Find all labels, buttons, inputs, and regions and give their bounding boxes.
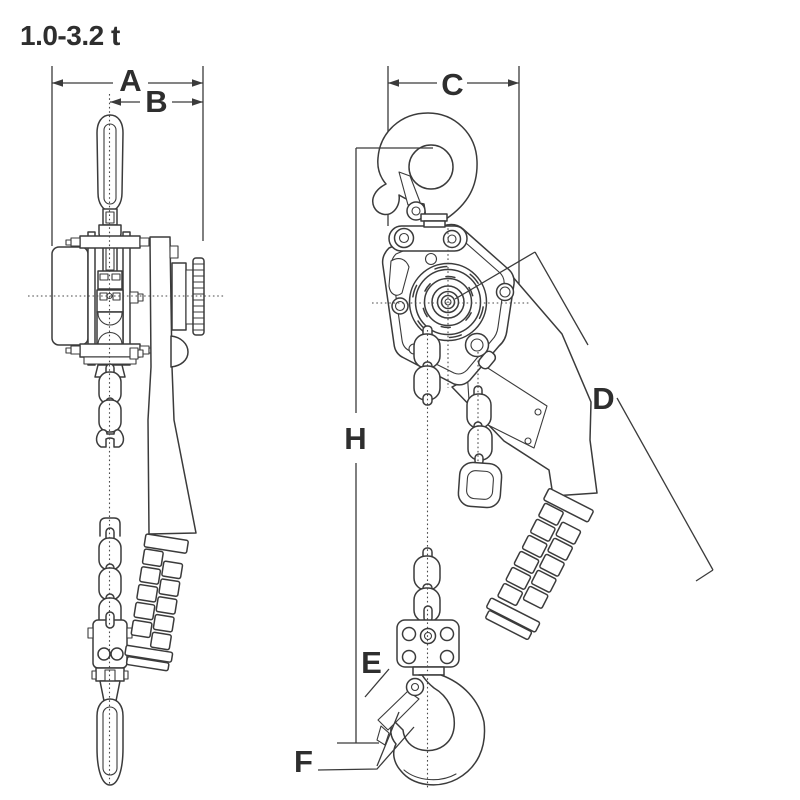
bottom-hook-side <box>87 611 133 786</box>
suspension-bracket <box>388 213 468 252</box>
dim-label-e: E <box>361 645 381 680</box>
side-view <box>28 66 224 786</box>
dim-label-b: B <box>145 84 166 119</box>
hoist-body-side <box>51 231 155 378</box>
lever-arm-side <box>129 236 197 535</box>
dim-label-h: H <box>344 421 365 456</box>
lever-grip-side <box>124 533 189 672</box>
axis-center-side <box>106 292 113 300</box>
lever-grip-front <box>485 488 594 641</box>
dimension-b-width <box>110 98 203 106</box>
dimension-d-lever-length <box>454 251 714 582</box>
bottom-hook-front <box>376 547 486 786</box>
dimension-e-hook-opening <box>364 668 400 767</box>
dimension-f-hook-leader <box>317 726 415 771</box>
load-chain-front <box>413 325 441 406</box>
capacity-title: 1.0-3.2 t <box>20 20 120 51</box>
dim-label-d: D <box>592 381 614 416</box>
chain-anchor-keyhole <box>464 332 497 370</box>
dim-label-f: F <box>294 744 312 779</box>
free-chain-and-ring <box>457 385 503 509</box>
front-view <box>317 66 714 790</box>
dimension-a-width <box>51 66 204 246</box>
dim-label-c: C <box>441 67 463 102</box>
dim-label-a: A <box>119 63 141 98</box>
top-hook-front <box>372 112 478 221</box>
dimension-h-height <box>337 147 433 744</box>
